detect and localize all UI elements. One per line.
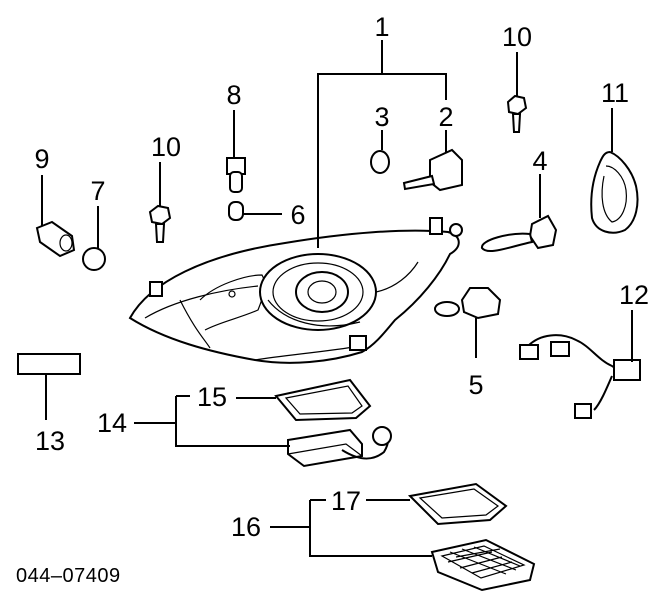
callout-9: 9	[34, 144, 49, 174]
position-bulb[interactable]	[226, 157, 246, 193]
wiring-harness[interactable]	[519, 334, 641, 419]
small-bulb[interactable]	[228, 201, 244, 221]
catalog-code: 044–07409	[16, 565, 121, 587]
ballast-cover[interactable]	[430, 538, 536, 592]
bolt-left[interactable]	[148, 204, 172, 243]
headlamp-bulb[interactable]	[402, 148, 463, 192]
side-bulb[interactable]	[481, 214, 558, 252]
callout-4: 4	[532, 146, 547, 176]
leader-lines	[41, 40, 633, 557]
nozzle-cover[interactable]	[590, 150, 639, 234]
ballast-gasket[interactable]	[274, 378, 372, 422]
callout-16: 16	[231, 512, 261, 542]
discharge-ballast[interactable]	[287, 426, 392, 468]
o-ring[interactable]	[370, 150, 390, 174]
headlamp-assembly[interactable]	[128, 217, 463, 364]
callout-3: 3	[374, 102, 389, 132]
callout-13: 13	[35, 426, 65, 456]
callout-7: 7	[90, 176, 105, 206]
callout-17: 17	[331, 486, 361, 516]
callout-12: 12	[619, 280, 649, 310]
callout-8: 8	[226, 80, 241, 110]
callout-5: 5	[468, 370, 483, 400]
warning-label[interactable]	[17, 353, 81, 375]
callout-1: 1	[374, 12, 389, 42]
bulb-socket[interactable]	[35, 220, 76, 258]
callouts: 1 2 3 4 5 6 7 8 9 10 10 11 12 13 14 15 1…	[34, 12, 649, 542]
callout-10-left: 10	[151, 132, 181, 162]
callout-10-right: 10	[502, 22, 532, 52]
cover-gasket[interactable]	[407, 482, 508, 526]
callout-11: 11	[601, 78, 629, 108]
callout-15: 15	[197, 382, 227, 412]
bolt-right[interactable]	[506, 94, 528, 133]
callout-6: 6	[290, 200, 305, 230]
callout-14: 14	[97, 408, 127, 438]
callout-2: 2	[438, 102, 453, 132]
fog-bulb-socket[interactable]	[434, 287, 502, 320]
wedge-bulb[interactable]	[82, 247, 106, 271]
